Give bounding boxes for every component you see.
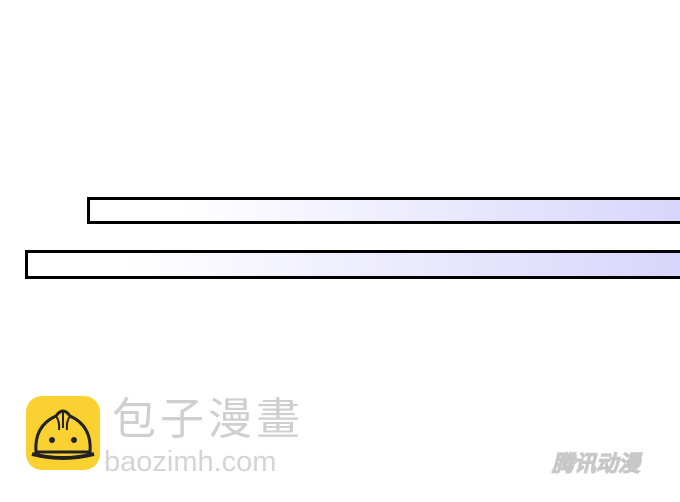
- corner-watermark: 腾讯动漫: [551, 452, 641, 478]
- watermark-url: baozimh.com: [104, 446, 277, 478]
- watermark-brand: 包子漫畫: [112, 394, 304, 445]
- gradient-bar-top: [87, 197, 680, 224]
- bun-mascot-icon: [26, 396, 100, 470]
- gradient-bar-bottom: [25, 250, 680, 279]
